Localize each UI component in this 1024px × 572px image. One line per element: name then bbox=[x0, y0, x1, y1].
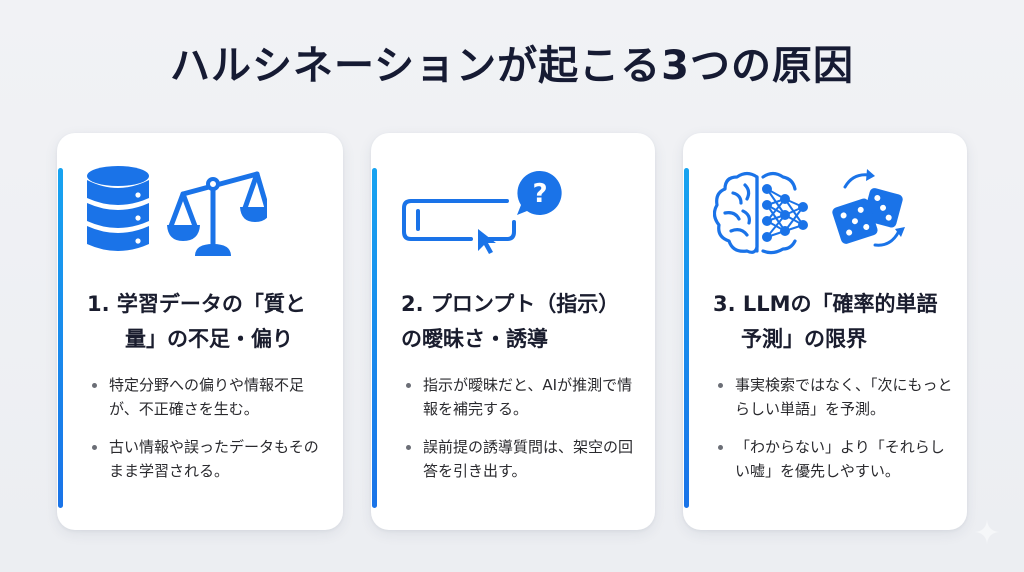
page-title: ハルシネーションが起こる3つの原因 bbox=[169, 43, 855, 89]
bullet-dot-icon bbox=[92, 445, 97, 450]
card-heading: 1. 学習データの「質と 量」の不足・偏り bbox=[87, 287, 337, 357]
bullet-dot-icon bbox=[718, 445, 723, 450]
heading-line-2: 予測」の限界 bbox=[741, 327, 867, 351]
sparkle-icon bbox=[975, 520, 999, 544]
heading-line-1: 2. プロンプト（指示） bbox=[401, 292, 620, 316]
card-icons: ? bbox=[393, 161, 643, 257]
accent-bar bbox=[684, 168, 689, 508]
card-icons bbox=[705, 161, 955, 257]
bullet-dot-icon bbox=[406, 445, 411, 450]
heading-line-1: 1. 学習データの「質と bbox=[87, 292, 306, 316]
heading-line-1: 3. LLMの「確率的単語 bbox=[713, 292, 938, 316]
bullet-dot-icon bbox=[92, 383, 97, 388]
brain-neural-network-icon bbox=[713, 171, 808, 255]
dice-icon bbox=[832, 169, 905, 247]
heading-line-2: の曖昧さ・誘導 bbox=[401, 327, 548, 351]
cause-card-3: 3. LLMの「確率的単語 予測」の限界 事実検索ではなく、「次にもっとらしい単… bbox=[683, 133, 967, 530]
card-heading: 3. LLMの「確率的単語 予測」の限界 bbox=[713, 287, 963, 357]
bullet-item: 「わからない」より「それらしい嘘」を優先しやすい。 bbox=[715, 435, 959, 483]
accent-bar bbox=[372, 168, 377, 508]
database-icon bbox=[87, 166, 149, 251]
heading-line-2: 量」の不足・偏り bbox=[125, 327, 293, 351]
balance-scale-icon bbox=[167, 171, 267, 256]
prompt-input-cursor-icon bbox=[402, 199, 516, 254]
bullet-item: 特定分野への偏りや情報不足が、不正確さを生む。 bbox=[89, 373, 333, 421]
cause-card-1: 1. 学習データの「質と 量」の不足・偏り 特定分野への偏りや情報不足が、不正確… bbox=[57, 133, 343, 530]
cause-card-2: ? 2. プロンプト（指示） の曖昧さ・誘導 指示が曖昧だと、AIが推測で情報を… bbox=[371, 133, 655, 530]
card-heading: 2. プロンプト（指示） の曖昧さ・誘導 bbox=[401, 287, 651, 357]
bullet-item: 誤前提の誘導質問は、架空の回答を引き出す。 bbox=[403, 435, 647, 483]
bullet-list: 事実検索ではなく、「次にもっとらしい単語」を予測。 「わからない」より「それらし… bbox=[715, 373, 959, 497]
card-icons bbox=[79, 161, 329, 257]
bullet-item: 指示が曖昧だと、AIが推測で情報を補完する。 bbox=[403, 373, 647, 421]
bullet-dot-icon bbox=[406, 383, 411, 388]
accent-bar bbox=[58, 168, 63, 508]
bullet-item: 古い情報や誤ったデータもそのまま学習される。 bbox=[89, 435, 333, 483]
svg-text:?: ? bbox=[532, 179, 547, 209]
question-bubble-icon: ? bbox=[517, 170, 562, 215]
bullet-list: 指示が曖昧だと、AIが推測で情報を補完する。 誤前提の誘導質問は、架空の回答を引… bbox=[403, 373, 647, 497]
bullet-dot-icon bbox=[718, 383, 723, 388]
bullet-list: 特定分野への偏りや情報不足が、不正確さを生む。 古い情報や誤ったデータもそのまま… bbox=[89, 373, 333, 497]
bullet-item: 事実検索ではなく、「次にもっとらしい単語」を予測。 bbox=[715, 373, 959, 421]
